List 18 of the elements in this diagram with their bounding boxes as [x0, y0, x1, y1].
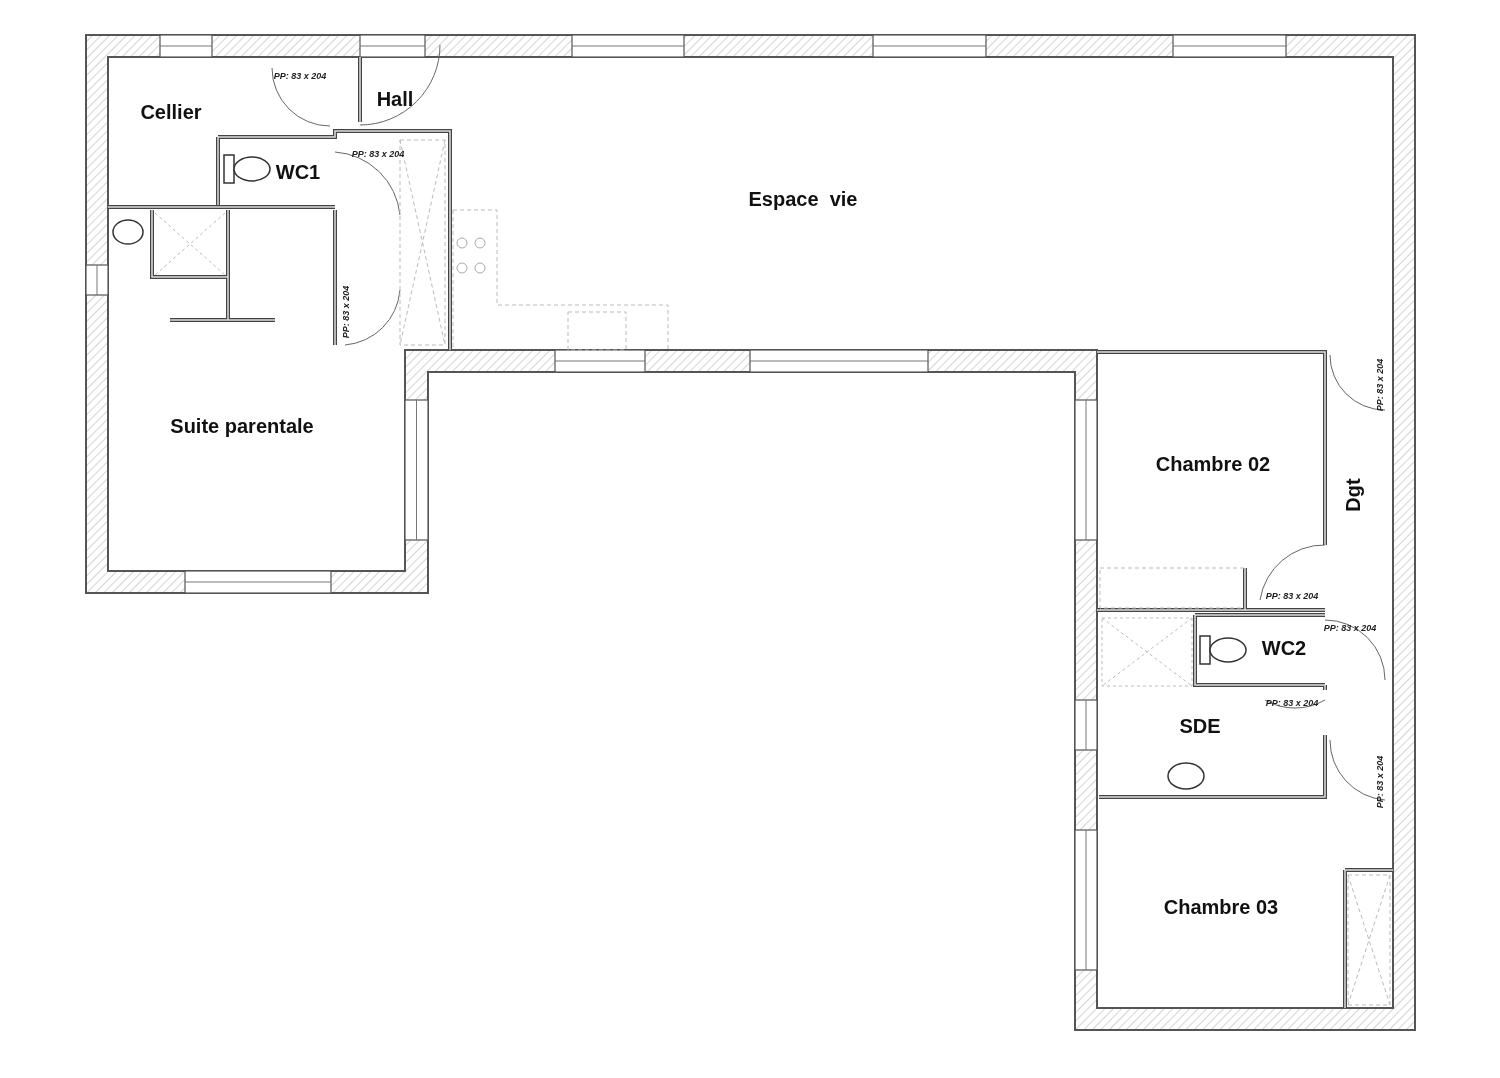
room-name: Chambre 02	[1155, 452, 1271, 476]
room-name: Dgt	[1341, 478, 1365, 512]
door-dimension-label: PP: 83 x 204	[1375, 755, 1385, 809]
door-dimension-label: PP: 83 x 204	[1265, 698, 1319, 708]
door-dimension-label: PP: 83 x 204	[341, 285, 351, 339]
room-name: Chambre 03	[1163, 895, 1279, 919]
door-dimension-label: PP: 83 x 204	[351, 149, 405, 159]
door-dimension-label: PP: 83 x 204	[273, 71, 327, 81]
door-dimension-label: PP: 83 x 204	[1375, 358, 1385, 412]
room-name: WC1	[275, 160, 321, 184]
room-name: Cellier	[140, 100, 202, 124]
door-dimension-label: PP: 83 x 204	[1323, 623, 1377, 633]
door-dimension-label: PP: 83 x 204	[1265, 591, 1319, 601]
room-name: WC2	[1261, 636, 1307, 660]
room-name: Suite parentale	[170, 414, 314, 438]
room-name: Espace vie	[748, 187, 858, 211]
room-name: Hall	[376, 87, 414, 111]
room-name: SDE	[1179, 714, 1221, 738]
